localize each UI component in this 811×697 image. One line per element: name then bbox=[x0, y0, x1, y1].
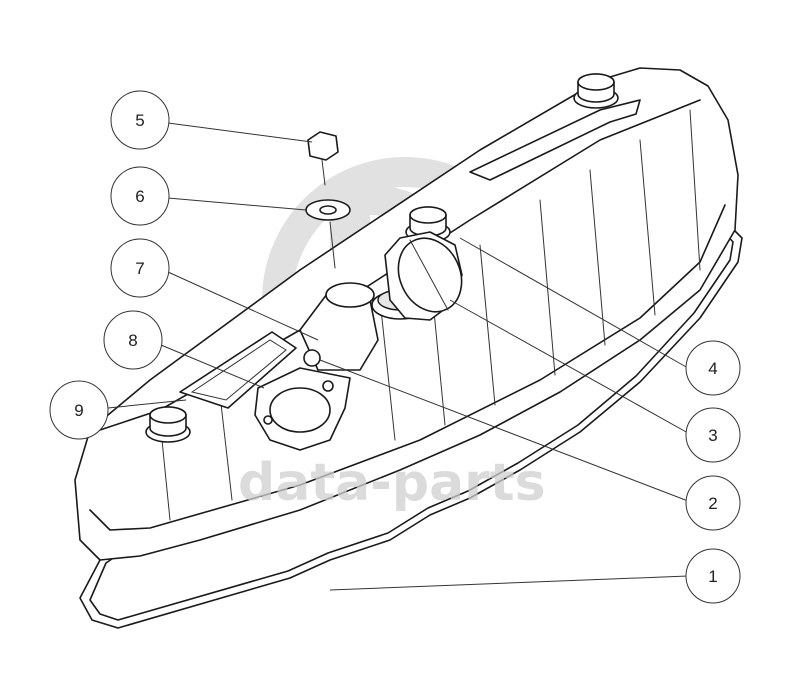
callout-7: 7 bbox=[110, 238, 170, 298]
callout-4: 4 bbox=[685, 340, 741, 396]
callout-1: 1 bbox=[685, 548, 741, 604]
callout-label: 7 bbox=[135, 259, 144, 278]
callout-label: 4 bbox=[708, 359, 717, 378]
callout-label: 9 bbox=[74, 401, 83, 420]
callout-8: 8 bbox=[103, 310, 163, 370]
breather-bracket bbox=[254, 367, 351, 451]
cover-nut-rear bbox=[573, 73, 619, 109]
breather-elbow bbox=[299, 282, 379, 371]
cover-nut-front bbox=[145, 406, 191, 443]
callout-label: 1 bbox=[708, 567, 717, 586]
washer bbox=[305, 199, 351, 269]
callout-3: 3 bbox=[685, 407, 741, 463]
callout-6: 6 bbox=[110, 166, 170, 226]
watermark-text: data-parts bbox=[238, 453, 546, 513]
callout-9: 9 bbox=[49, 380, 109, 440]
callout-label: 8 bbox=[128, 331, 137, 350]
callout-2: 2 bbox=[685, 475, 741, 531]
oil-filler-cap bbox=[384, 231, 463, 321]
label-plate bbox=[179, 331, 297, 409]
leader-lines bbox=[107, 122, 689, 591]
callout-label: 5 bbox=[135, 111, 144, 130]
callout-5: 5 bbox=[110, 90, 170, 150]
callout-label: 2 bbox=[708, 494, 717, 513]
bolt bbox=[307, 131, 339, 186]
callout-label: 6 bbox=[135, 187, 144, 206]
callout-label: 3 bbox=[708, 426, 717, 445]
